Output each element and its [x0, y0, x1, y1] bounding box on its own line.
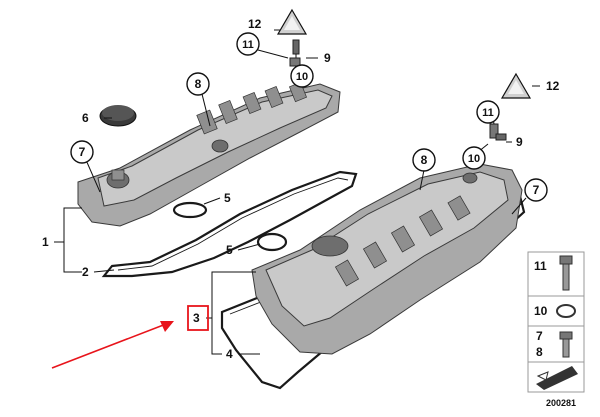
bolt-icon	[559, 255, 573, 291]
callout-10-right: 10	[462, 146, 486, 170]
diagram-number: 200281	[546, 398, 576, 408]
callout-7-left: 7	[70, 140, 94, 164]
legend-row-8: 8	[536, 345, 543, 359]
oil-filler-cap	[99, 105, 137, 127]
callout-label: 8	[421, 153, 428, 167]
callout-label: 10	[468, 153, 480, 165]
cylinder-head-cover-left	[77, 81, 341, 227]
callout-11-upper: 11	[236, 32, 260, 56]
callout-label: 2	[82, 265, 89, 279]
callout-10-upper: 10	[290, 64, 314, 88]
callout-label: 5	[226, 243, 233, 257]
callout-label: 4	[226, 347, 233, 361]
callout-2: 2	[82, 265, 89, 279]
callout-6: 6	[82, 111, 89, 125]
seal-5-upper	[172, 201, 208, 219]
warning-triangle-upper	[276, 8, 308, 35]
callout-label: 10	[296, 71, 308, 83]
callout-label: 12	[248, 17, 262, 31]
callout-1: 1	[42, 235, 49, 249]
legend-row-11: 11	[534, 259, 547, 273]
callout-label: 8	[195, 77, 202, 91]
callout-4: 4	[226, 347, 233, 361]
callout-5-lower: 5	[226, 243, 233, 257]
callout-label: 6	[82, 111, 89, 125]
red-pointer-arrow	[51, 321, 174, 369]
callout-label: 9	[324, 51, 331, 65]
callout-label: 7	[533, 183, 540, 197]
washer-icon	[556, 304, 576, 318]
callout-label: 11	[482, 107, 494, 119]
callout-9-upper: 9	[324, 51, 331, 65]
callout-3-highlight: 3	[187, 305, 209, 331]
callout-11-right: 11	[476, 100, 500, 124]
warning-triangle-right	[500, 72, 532, 99]
gasket-strip-icon	[536, 366, 578, 390]
legend-row-7: 7	[536, 329, 543, 343]
cylinder-head-cover-right	[251, 163, 523, 355]
callout-5-upper: 5	[224, 191, 231, 205]
callout-12-right: 12	[546, 79, 560, 93]
callout-8-right: 8	[412, 148, 436, 172]
seal-5-lower	[256, 232, 288, 252]
legend-row-10: 10	[534, 304, 548, 318]
callout-label: 3	[193, 311, 200, 325]
gasket-upper	[101, 170, 358, 278]
sensor-upper	[289, 39, 302, 67]
callout-label: 7	[79, 145, 86, 159]
callout-label: 1	[42, 235, 49, 249]
callout-8-upper: 8	[186, 72, 210, 96]
callout-9-right: 9	[516, 135, 523, 149]
screw-icon	[559, 331, 573, 358]
callout-label: 9	[516, 135, 523, 149]
parts-legend: 11 10 7 8 200281	[527, 251, 585, 408]
callout-7-right: 7	[524, 178, 548, 202]
leader-lines	[54, 29, 540, 355]
callout-label: 12	[546, 79, 560, 93]
callout-12-upper: 12	[248, 17, 262, 31]
sensor-right	[489, 123, 507, 141]
callout-label: 11	[242, 39, 254, 51]
callout-label: 5	[224, 191, 231, 205]
